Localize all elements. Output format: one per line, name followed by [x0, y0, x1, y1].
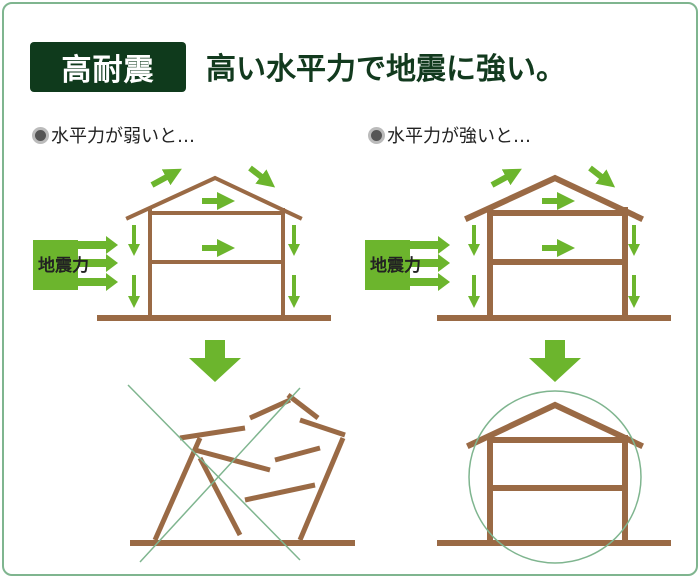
force-label-left: 地震力 [38, 255, 89, 276]
down-arrow-icon [189, 340, 241, 382]
seismic-force-left [33, 236, 118, 291]
seismic-force-right [365, 236, 450, 291]
title-badge: 高耐震 [30, 42, 186, 92]
bullet-icon [368, 126, 385, 144]
headline: 高い水平力で地震に強い。 [206, 52, 566, 87]
strong-house [437, 174, 671, 321]
weak-caption: 水平力が弱いと… [32, 122, 195, 148]
arrow-icon [588, 165, 616, 188]
bullet-icon [32, 126, 49, 144]
intact-house [437, 401, 671, 546]
down-arrow-icon [529, 340, 581, 382]
arrow-icon [150, 168, 182, 188]
arrow-icon [490, 168, 522, 188]
arrow-icon [248, 165, 276, 188]
collapsed-house [130, 393, 355, 546]
weak-house [97, 175, 331, 321]
strong-caption: 水平力が強いと… [368, 122, 531, 148]
force-label-right: 地震力 [370, 255, 421, 276]
strong-caption-text: 水平力が強いと… [387, 126, 531, 147]
weak-caption-text: 水平力が弱いと… [51, 126, 195, 147]
cross-mark-icon [127, 384, 301, 563]
ok-circle-icon [468, 390, 642, 564]
